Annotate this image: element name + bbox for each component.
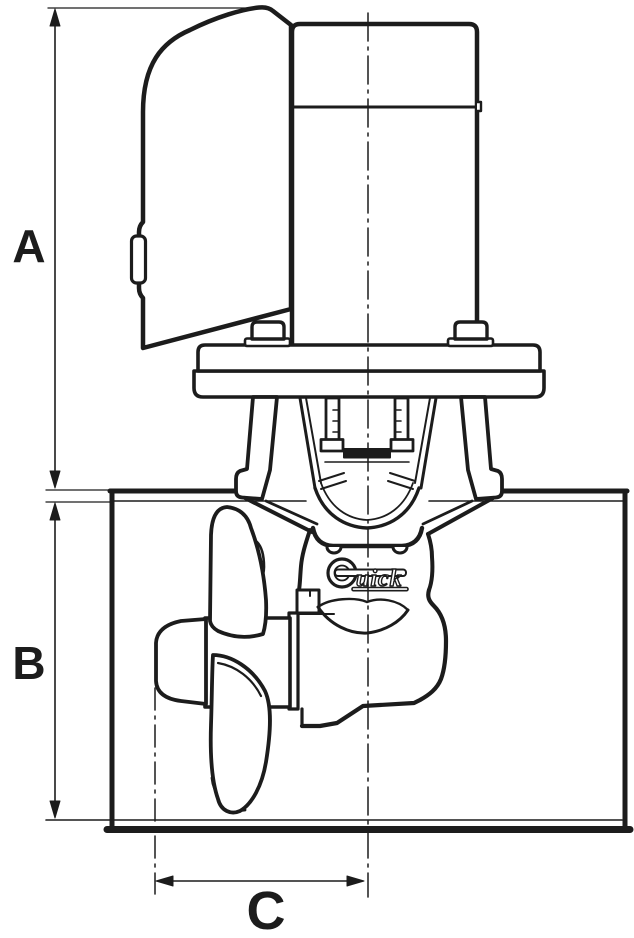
- inner-leg-right-a: [419, 396, 438, 490]
- quick-logo: uick: [326, 557, 409, 593]
- gear-housing: [287, 528, 449, 729]
- bolt-right: [453, 320, 489, 341]
- motor-housing: [289, 21, 480, 353]
- prop-blade-front: [208, 653, 272, 815]
- arrow-c-left: [155, 875, 174, 887]
- prop-blade-front-inner-line: [216, 661, 263, 698]
- flange-bolts: [243, 320, 495, 348]
- flange-lower-plate: [192, 369, 546, 399]
- dimension-a: [45, 7, 265, 503]
- bracket-leg-left: [234, 395, 279, 501]
- mounting-flange: [192, 343, 546, 399]
- corner-bracket-right: [387, 472, 416, 490]
- skirt-right-outer: [426, 496, 495, 536]
- inner-leg-left-a: [298, 396, 317, 490]
- spring-notches: [332, 409, 402, 433]
- housing-right-side: [426, 532, 435, 592]
- column-tab-left: [319, 438, 345, 453]
- gear-column: [310, 396, 425, 555]
- skirt-right-inner: [421, 499, 474, 526]
- spring-strip-left: [324, 396, 341, 442]
- gear-case-outline: [299, 587, 449, 729]
- propeller: [154, 505, 292, 815]
- quick-logo-bar: [334, 568, 407, 577]
- bolt-left: [250, 320, 286, 341]
- dimension-b: [49, 502, 61, 819]
- housing-notch-block: [295, 588, 321, 615]
- prop-blade-top: [208, 505, 269, 639]
- arrow-b-top: [49, 502, 61, 521]
- prop-nose-cone: [154, 617, 208, 706]
- housing-left-side: [297, 528, 312, 592]
- corner-bracket-left: [318, 472, 347, 490]
- skirt-left-outer: [243, 496, 314, 534]
- motor-cap-notch: [475, 100, 483, 113]
- cup-outer: [313, 486, 421, 530]
- inner-leg-right-b: [414, 397, 431, 484]
- arrow-a-top: [49, 8, 61, 27]
- joint-lens-upper: [316, 597, 410, 612]
- skirt-left-inner: [264, 499, 319, 526]
- arrow-b-bottom: [49, 800, 61, 819]
- column-tab-right: [389, 438, 415, 453]
- cover-latch: [129, 234, 148, 285]
- dimension-a-label: A: [12, 220, 45, 272]
- dimension-c: [155, 875, 365, 887]
- quick-logo-underline: [351, 586, 409, 592]
- dimension-c-label: C: [247, 881, 286, 938]
- bracket-leg-right: [459, 395, 504, 501]
- joint-lens-lower: [316, 605, 410, 635]
- flange-upper-plate: [196, 343, 542, 373]
- motor-body: [289, 21, 483, 353]
- tunnel: [45, 488, 634, 833]
- inner-leg-left-b: [305, 397, 322, 484]
- spring-strip-right: [393, 396, 410, 442]
- rim-bump-left: [325, 545, 343, 555]
- centerlines: [154, 12, 369, 898]
- ext-line-tunnel-top: [45, 489, 113, 503]
- motor-cover: [129, 5, 294, 351]
- support-bracket: [234, 395, 504, 536]
- arrow-c-right: [346, 875, 365, 887]
- arrow-a-bottom: [49, 470, 61, 489]
- cover-outline: [136, 5, 294, 351]
- rim-bump-right: [391, 545, 409, 555]
- dimension-b-label: B: [12, 637, 45, 689]
- cup-inner: [320, 482, 414, 521]
- anode-bar: [343, 448, 391, 459]
